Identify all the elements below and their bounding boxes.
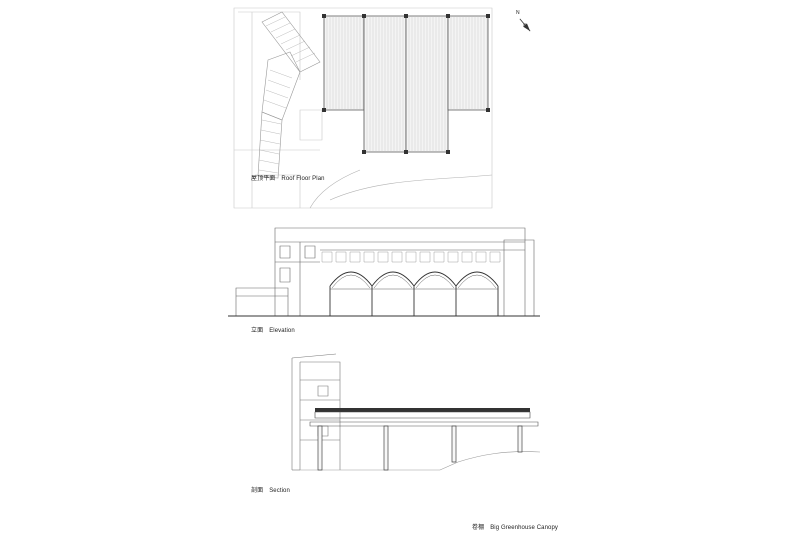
- elevation-windows: [322, 252, 500, 262]
- section-caption-zh: 剖面: [251, 488, 264, 494]
- plan-caption-zh: 屋顶平面: [251, 176, 276, 182]
- elevation-caption: 立面 Elevation: [251, 325, 295, 334]
- site-boundary: [234, 8, 492, 208]
- section-caption: 剖面 Section: [251, 485, 290, 494]
- canopy-arch: [372, 272, 414, 286]
- canopy-arch-inner: [332, 275, 370, 288]
- canopy-arch-inner: [458, 275, 496, 288]
- elevation-caption-en: Elevation: [269, 328, 295, 334]
- elevation-canopy-arches: [330, 272, 498, 316]
- elevation-window: [406, 252, 416, 262]
- section-column: [452, 426, 456, 462]
- canopy-arch: [330, 272, 372, 286]
- elevation-window: [420, 252, 430, 262]
- roof-ribs: [327, 16, 487, 152]
- elevation-window: [476, 252, 486, 262]
- section-column: [318, 426, 322, 470]
- elevation-window: [378, 252, 388, 262]
- canopy-arch-inner: [416, 275, 454, 288]
- elevation-window: [322, 252, 332, 262]
- section-column: [384, 426, 388, 470]
- section-caption-en: Section: [269, 488, 290, 494]
- elevation-window: [448, 252, 458, 262]
- elevation-window: [462, 252, 472, 262]
- canopy-roof-bays: [324, 16, 488, 152]
- canopy-arch-inner: [374, 275, 412, 288]
- section-canopy: [310, 408, 538, 426]
- elevation-window: [434, 252, 444, 262]
- elevation-drawing: [228, 228, 540, 316]
- drawing-title-en: Big Greenhouse Canopy: [490, 525, 559, 531]
- canopy-arch: [414, 272, 456, 286]
- drawing-title: 卷棚 Big Greenhouse Canopy: [472, 522, 558, 531]
- elevation-window: [392, 252, 402, 262]
- drawing-title-zh: 卷棚: [472, 525, 485, 531]
- plan-caption-en: Roof Floor Plan: [281, 176, 325, 182]
- elevation-window: [490, 252, 500, 262]
- section-drawing: [292, 354, 540, 470]
- plan-columns: [322, 14, 490, 154]
- stair-ramp: [258, 12, 320, 178]
- plan-caption: 屋顶平面 Roof Floor Plan: [251, 173, 325, 182]
- north-arrow-icon: [518, 17, 532, 32]
- section-column: [518, 426, 522, 452]
- elevation-window: [364, 252, 374, 262]
- canopy-arch: [456, 272, 498, 286]
- section-columns: [318, 426, 522, 470]
- elevation-caption-zh: 立面: [251, 328, 264, 334]
- north-label: N: [516, 10, 520, 16]
- elevation-window: [336, 252, 346, 262]
- elevation-window: [350, 252, 360, 262]
